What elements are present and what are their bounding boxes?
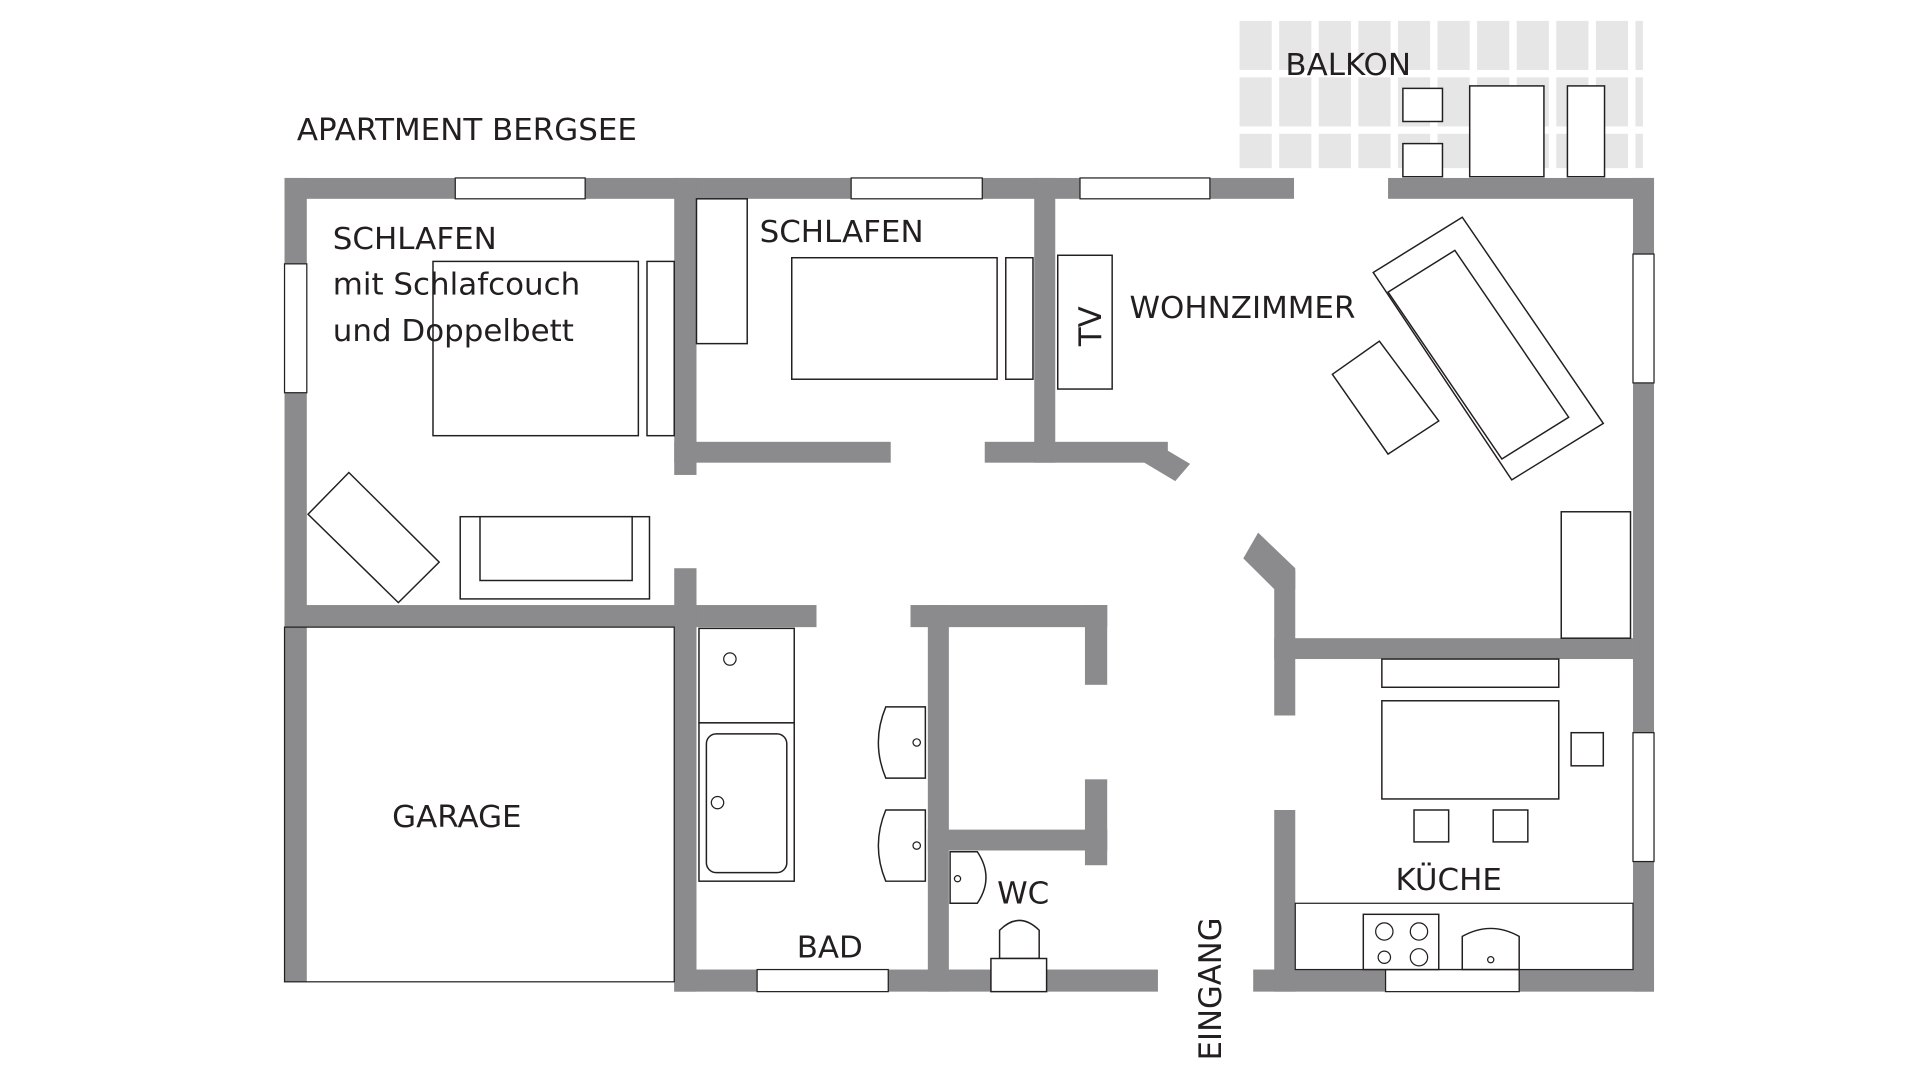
balcony-tile <box>1477 20 1510 70</box>
windows <box>283 177 1655 993</box>
room-label-garage: GARAGE <box>392 799 521 835</box>
walls <box>284 177 1655 992</box>
balcony-tile <box>1239 133 1272 169</box>
entrance-label: EINGANG <box>1193 918 1229 1061</box>
room-label-wc: WC <box>997 875 1049 911</box>
balcony-tile <box>1556 20 1589 70</box>
balcony-tile <box>1279 77 1312 127</box>
balcony-tile <box>1358 77 1391 127</box>
room-label-schlafen-1-sub2: und Doppelbett <box>333 313 574 349</box>
balcony-tile <box>1595 20 1629 70</box>
room-label-balkon: BALKON <box>1285 47 1411 83</box>
balcony-tile <box>1635 20 1643 70</box>
balcony-tile <box>1318 20 1351 70</box>
balcony-tile <box>1279 133 1312 169</box>
tv-label: TV <box>1073 306 1109 347</box>
room-label-schlafen-2: SCHLAFEN <box>760 214 924 250</box>
balcony-tile <box>1279 20 1312 70</box>
room-label-kueche: KÜCHE <box>1395 861 1501 898</box>
balcony-tile <box>1397 20 1431 70</box>
room-label-wohnzimmer: WOHNZIMMER <box>1129 290 1355 326</box>
balcony-tile <box>1635 77 1643 127</box>
balcony-tile <box>1239 20 1272 70</box>
balcony-tile <box>1516 20 1549 70</box>
room-label-bad: BAD <box>797 929 863 965</box>
apartment-title: APARTMENT BERGSEE <box>297 112 637 148</box>
room-label-schlafen-1-sub1: mit Schlafcouch <box>333 267 580 303</box>
balcony-tile <box>1318 77 1351 127</box>
balcony-tile <box>1635 133 1643 169</box>
balcony-tile <box>1318 133 1351 169</box>
tv-unit <box>1056 254 1113 390</box>
balcony-tile <box>1437 20 1470 70</box>
balcony-tile <box>1358 20 1391 70</box>
balcony-tile <box>1239 77 1272 127</box>
room-label-schlafen-1: SCHLAFEN <box>333 221 497 257</box>
furniture <box>306 85 1634 993</box>
balcony-tile <box>1358 133 1391 169</box>
